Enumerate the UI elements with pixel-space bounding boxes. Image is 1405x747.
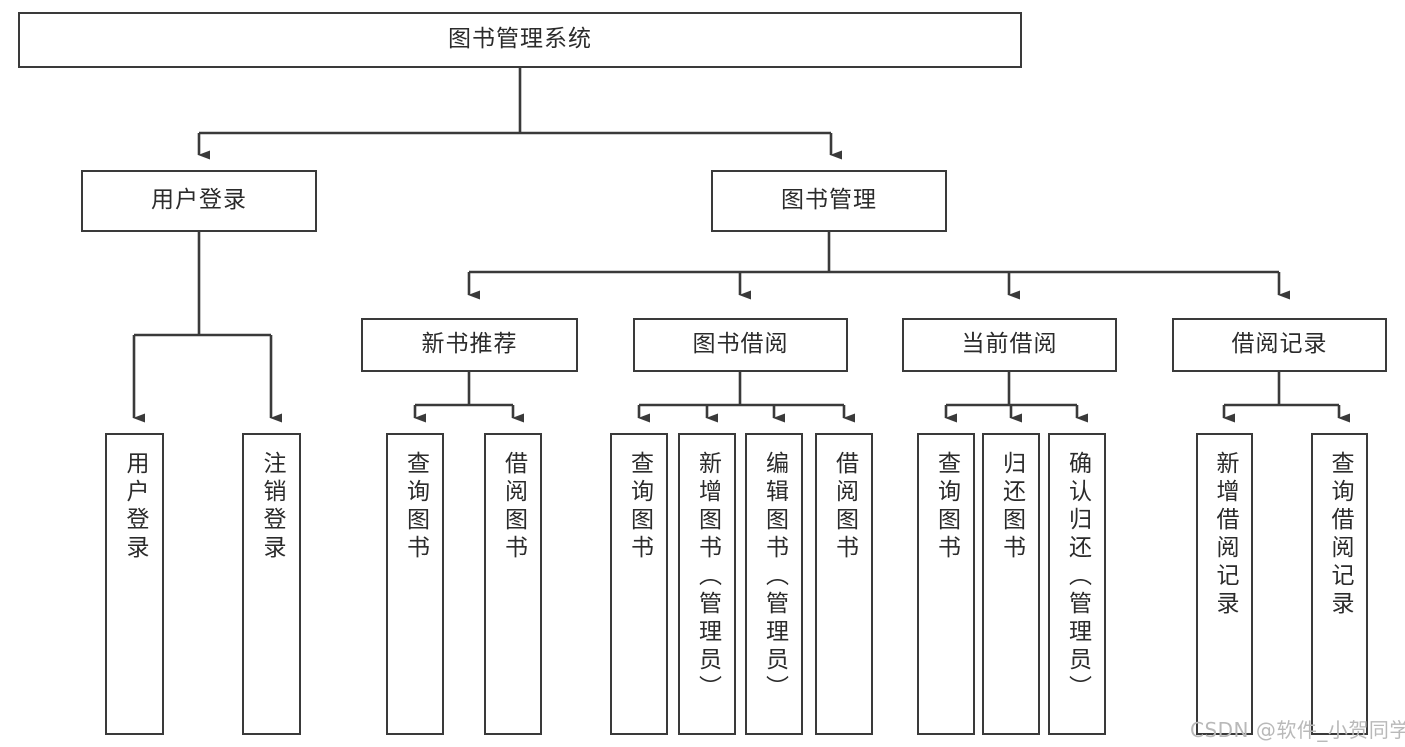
node-new-book-recommend-label: 新书推荐 [421, 331, 518, 358]
leaf-record-add-record[interactable]: 新增借阅记录 [1196, 433, 1253, 735]
node-root-label: 图书管理系统 [448, 26, 592, 53]
leaf-label: 用户登录 [122, 451, 148, 563]
node-user-login[interactable]: 用户登录 [81, 170, 317, 232]
node-borrow-record-label: 借阅记录 [1231, 331, 1328, 358]
leaf-label: 确认归还（管理员） [1064, 451, 1091, 703]
node-current-borrow[interactable]: 当前借阅 [902, 318, 1117, 372]
leaf-label: 归还图书 [998, 451, 1025, 563]
node-new-book-recommend[interactable]: 新书推荐 [361, 318, 578, 372]
leaf-borrow-borrow-book[interactable]: 借阅图书 [815, 433, 873, 735]
leaf-borrow-edit-book[interactable]: 编辑图书（管理员） [745, 433, 803, 735]
leaf-label: 查询图书 [626, 451, 653, 563]
leaf-borrow-add-book[interactable]: 新增图书（管理员） [678, 433, 736, 735]
leaf-current-return-book[interactable]: 归还图书 [982, 433, 1040, 735]
leaf-label: 查询借阅记录 [1327, 451, 1353, 619]
node-borrow-record[interactable]: 借阅记录 [1172, 318, 1387, 372]
node-root[interactable]: 图书管理系统 [18, 12, 1022, 68]
node-current-borrow-label: 当前借阅 [961, 331, 1058, 358]
node-user-login-label: 用户登录 [151, 187, 247, 214]
leaf-label: 编辑图书（管理员） [761, 451, 788, 703]
leaf-label: 查询图书 [933, 451, 960, 563]
leaf-recommend-query-book[interactable]: 查询图书 [386, 433, 444, 735]
leaf-label: 借阅图书 [500, 451, 527, 563]
leaf-label: 新增借阅记录 [1212, 451, 1238, 619]
leaf-recommend-borrow-book[interactable]: 借阅图书 [484, 433, 542, 735]
node-book-borrow-label: 图书借阅 [692, 331, 789, 358]
leaf-record-query-record[interactable]: 查询借阅记录 [1311, 433, 1368, 735]
csdn-watermark: CSDN @软件_小贺同学 [1190, 718, 1405, 742]
leaf-user-login-signout[interactable]: 注销登录 [242, 433, 301, 735]
leaf-label: 借阅图书 [831, 451, 858, 563]
leaf-label: 查询图书 [402, 451, 429, 563]
leaf-user-login-signin[interactable]: 用户登录 [105, 433, 164, 735]
node-book-borrow[interactable]: 图书借阅 [633, 318, 848, 372]
node-book-management-label: 图书管理 [781, 187, 877, 214]
leaf-label: 注销登录 [259, 451, 285, 563]
leaf-current-query-book[interactable]: 查询图书 [917, 433, 975, 735]
leaf-current-confirm-return[interactable]: 确认归还（管理员） [1048, 433, 1106, 735]
leaf-borrow-query-book[interactable]: 查询图书 [610, 433, 668, 735]
leaf-label: 新增图书（管理员） [694, 451, 721, 703]
node-book-management[interactable]: 图书管理 [711, 170, 947, 232]
